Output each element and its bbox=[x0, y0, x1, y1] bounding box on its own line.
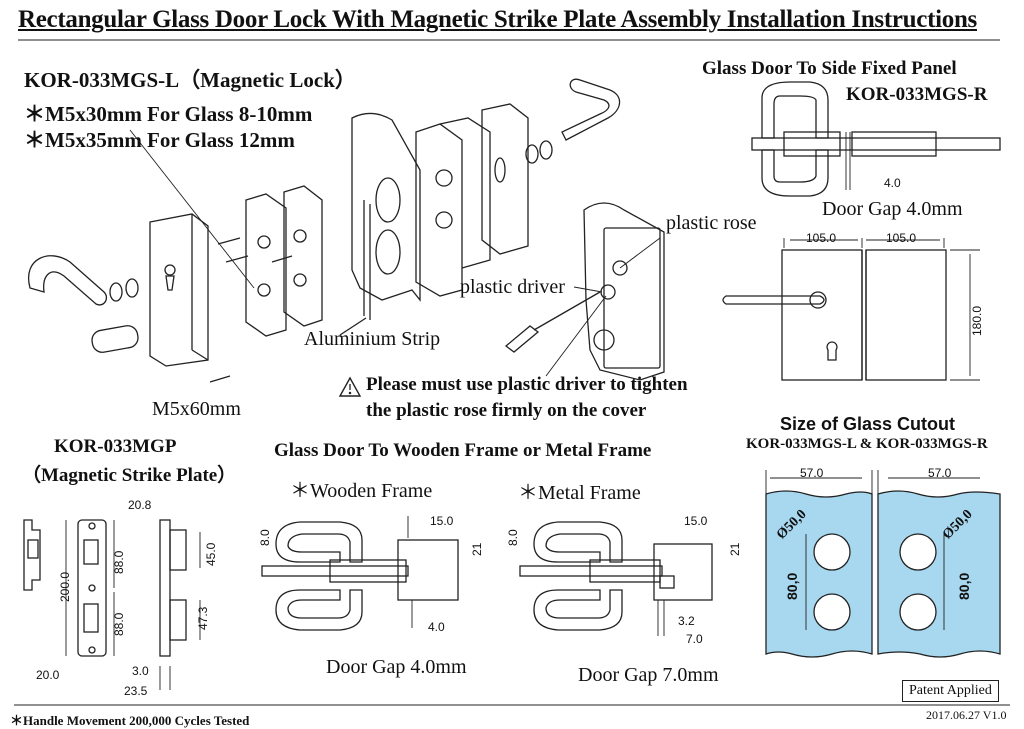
strike-mid-upper: 45.0 bbox=[204, 542, 218, 566]
page-title: Rectangular Glass Door Lock With Magneti… bbox=[18, 6, 977, 33]
metal-frame-section bbox=[519, 521, 713, 636]
screwdriver bbox=[504, 291, 601, 353]
screw-m5x60-label: M5x60mm bbox=[152, 398, 241, 420]
side-panel-model: KOR-033MGS-R bbox=[846, 84, 988, 105]
frame-title: Glass Door To Wooden Frame or Metal Fram… bbox=[274, 440, 652, 461]
metal-right-dim: 21 bbox=[728, 542, 742, 556]
screw-note-2: ＊M5x35mm For Glass 12mm bbox=[24, 128, 295, 152]
screws bbox=[129, 129, 293, 383]
lock-model: KOR-033MGS-L（Magnetic Lock） bbox=[24, 68, 356, 92]
cutout-left-offset: 57.0 bbox=[800, 466, 824, 480]
wooden-glass-dim: 8.0 bbox=[258, 529, 272, 546]
cutout-spacing-right: 80,0 bbox=[956, 572, 972, 600]
warning-line-2: the plastic rose firmly on the cover bbox=[366, 400, 647, 421]
cutout-models: KOR-033MGS-L & KOR-033MGS-R bbox=[746, 436, 988, 452]
strike-model: KOR-033MGP bbox=[54, 436, 177, 457]
side-panel-front-view bbox=[722, 238, 980, 381]
metal-glass-dim: 8.0 bbox=[506, 529, 520, 546]
cylinder-left bbox=[91, 325, 139, 353]
side-width-right: 105.0 bbox=[886, 231, 917, 245]
strike-plate-profile bbox=[159, 519, 201, 690]
cycles-note: ＊Handle Movement 200,000 Cycles Tested bbox=[10, 713, 250, 728]
warning-line-1: Please must use plastic driver to tighte… bbox=[366, 374, 688, 395]
handle-washers-left bbox=[109, 278, 139, 302]
cutout-spacing-left: 80,0 bbox=[784, 572, 800, 600]
strike-mid-lower: 47.3 bbox=[196, 606, 210, 630]
metal-top-dim: 15.0 bbox=[684, 514, 708, 528]
patent-badge: Patent Applied bbox=[902, 680, 999, 702]
side-width-left: 105.0 bbox=[806, 231, 837, 245]
strike-upper: 88.0 bbox=[112, 550, 126, 574]
metal-door-gap: Door Gap 7.0mm bbox=[578, 664, 719, 686]
strike-depth: 23.5 bbox=[124, 684, 148, 698]
wooden-top-dim: 15.0 bbox=[430, 514, 454, 528]
strike-top-depth: 20.8 bbox=[128, 498, 152, 512]
wooden-door-gap: Door Gap 4.0mm bbox=[326, 656, 467, 678]
lever-handle-left bbox=[27, 255, 108, 306]
metal-frame-label: ＊Metal Frame bbox=[518, 482, 641, 504]
warning-triangle-icon bbox=[338, 376, 362, 397]
side-gap-dim: 4.0 bbox=[884, 176, 901, 190]
aluminium-strip bbox=[339, 200, 371, 336]
side-height: 180.0 bbox=[970, 305, 984, 336]
strike-small: 3.0 bbox=[132, 664, 149, 678]
lock-body-box bbox=[149, 213, 209, 367]
side-panel-title: Glass Door To Side Fixed Panel bbox=[702, 58, 957, 79]
side-door-gap: Door Gap 4.0mm bbox=[822, 198, 963, 220]
lever-handle-right bbox=[561, 78, 621, 141]
strike-plate-front bbox=[65, 519, 115, 657]
mechanism-plates bbox=[245, 185, 323, 337]
cutout-title: Size of Glass Cutout bbox=[780, 414, 956, 434]
strike-lower: 88.0 bbox=[112, 612, 126, 636]
assembled-lock bbox=[583, 202, 665, 381]
glass-panel-cutout bbox=[351, 112, 421, 302]
plastic-driver-label: plastic driver bbox=[460, 276, 565, 298]
cutout-right-offset: 57.0 bbox=[928, 466, 952, 480]
strike-width: 20.0 bbox=[36, 668, 60, 682]
cover-plates bbox=[415, 103, 529, 297]
aluminium-strip-label: Aluminium Strip bbox=[304, 328, 441, 350]
metal-gap-b: 7.0 bbox=[686, 632, 703, 646]
metal-gap-a: 3.2 bbox=[678, 614, 695, 628]
wooden-frame-section bbox=[261, 516, 459, 631]
wooden-right-dim: 21 bbox=[470, 542, 484, 556]
side-panel-top-view bbox=[751, 81, 1001, 197]
wooden-frame-label: ＊Wooden Frame bbox=[290, 480, 433, 502]
wooden-gap-dim: 4.0 bbox=[428, 620, 445, 634]
strike-plate-side bbox=[23, 519, 41, 591]
plastic-rose-label: plastic rose bbox=[666, 212, 757, 234]
strike-height-total: 200.0 bbox=[58, 571, 72, 602]
strike-subtitle: （Magnetic Strike Plate） bbox=[22, 465, 237, 486]
version-label: 2017.06.27 V1.0 bbox=[926, 708, 1007, 722]
screw-note-1: ＊M5x30mm For Glass 8-10mm bbox=[24, 102, 313, 126]
glass-cutout-panel bbox=[765, 470, 1001, 658]
handle-washers-right bbox=[525, 140, 553, 164]
